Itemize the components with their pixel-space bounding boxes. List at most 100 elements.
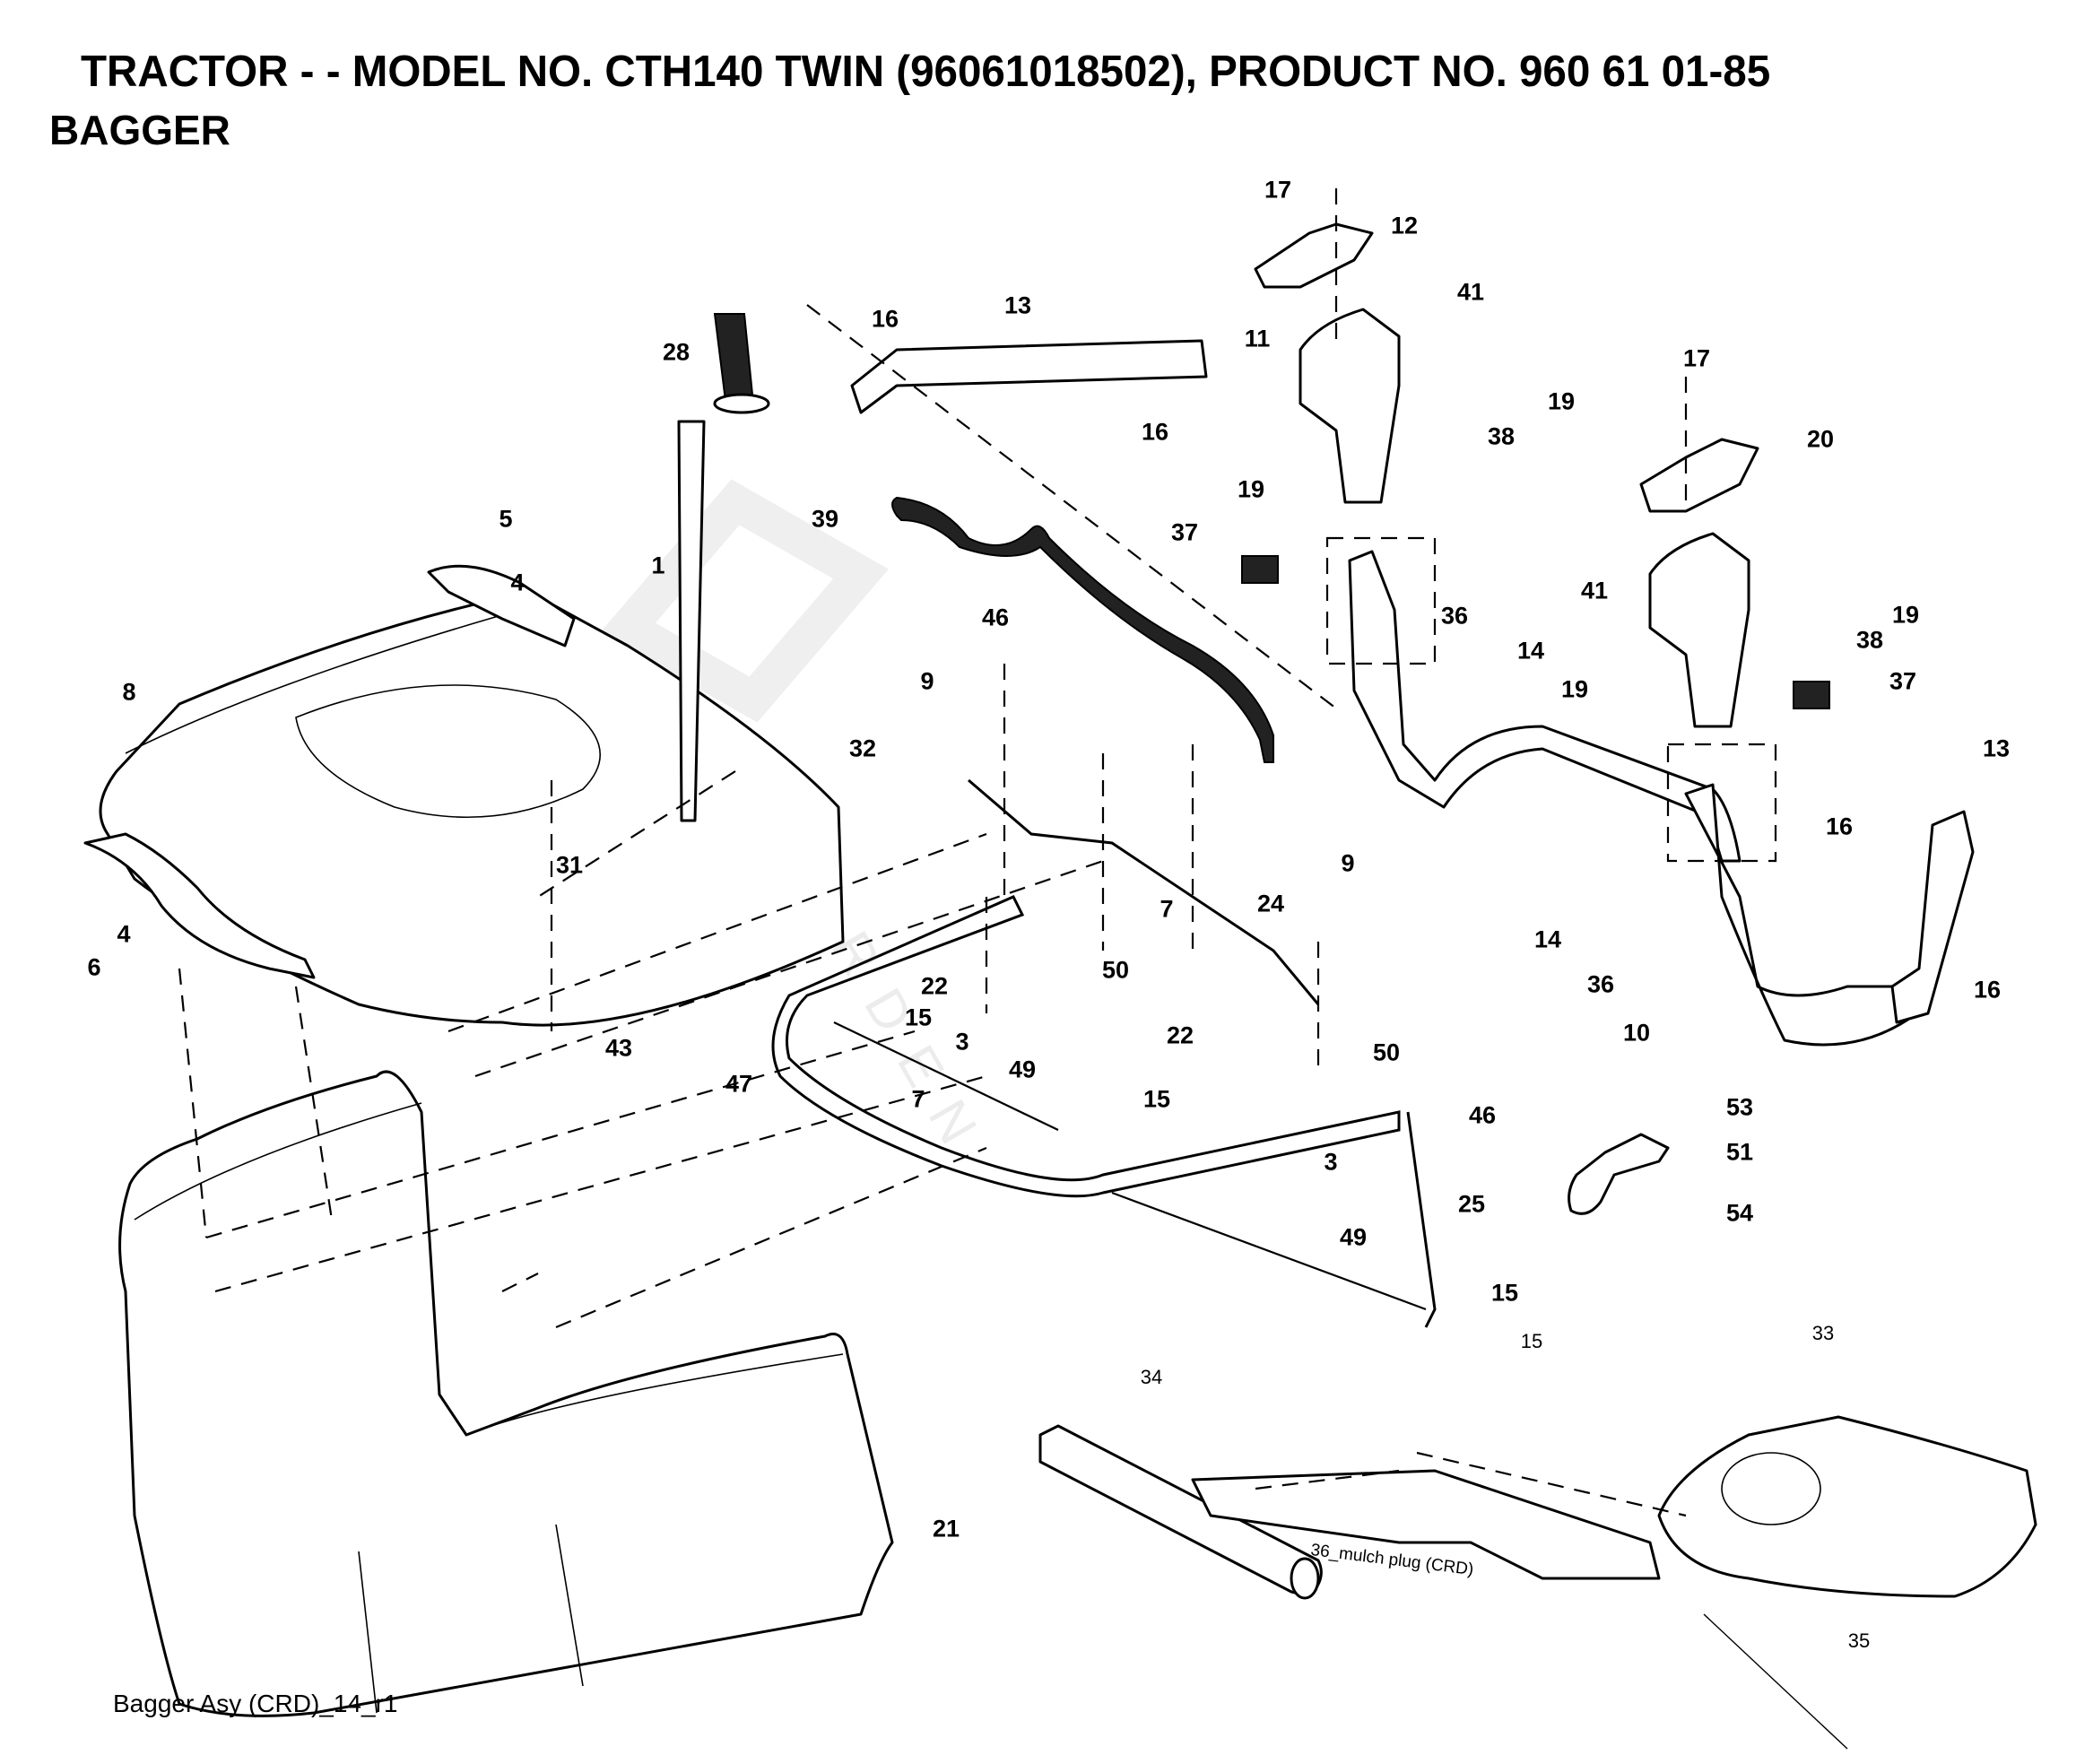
callout-part-15: 15	[1520, 1330, 1543, 1352]
callout-part-10: 10	[1622, 1019, 1651, 1047]
bracket-right	[1890, 810, 1975, 1024]
assembly-line-1	[806, 304, 1337, 709]
bag-rim	[134, 1102, 844, 1436]
callout-part-34: 34	[1140, 1366, 1163, 1388]
callout-part-51: 51	[1725, 1138, 1754, 1166]
callout-part-41: 41	[1456, 278, 1485, 306]
bracket-41-lower	[1648, 532, 1750, 728]
assembly-line-6	[985, 664, 1006, 1013]
callout-part-22: 22	[1166, 1021, 1194, 1049]
callout-part-24: 24	[1256, 890, 1285, 917]
deflector-seal	[891, 496, 1274, 763]
callout-part-14: 14	[1533, 925, 1562, 953]
callout-part-31: 31	[555, 851, 584, 879]
callout-part-49: 49	[1008, 1056, 1037, 1083]
callout-part-19: 19	[1560, 675, 1589, 703]
callout-part-11: 11	[1244, 325, 1271, 352]
callout-part-4: 4	[510, 569, 525, 596]
callout-part-37: 37	[1889, 667, 1917, 695]
grip-flange	[713, 393, 770, 414]
callout-part-7: 7	[911, 1085, 925, 1113]
callout-part-7: 7	[1160, 895, 1174, 923]
callout-part-14: 14	[1516, 637, 1545, 665]
callout-part-17: 17	[1264, 176, 1292, 204]
bag-frame-47	[771, 895, 1401, 1198]
top-handle	[427, 564, 576, 647]
callout-part-16: 16	[1825, 812, 1854, 840]
latch-clip	[1568, 1133, 1670, 1215]
assembly-line-3	[1101, 744, 1194, 951]
section-title: BAGGER	[49, 107, 230, 153]
callout-part-32: 32	[848, 734, 877, 762]
bag-frame-25	[1406, 1111, 1437, 1328]
callout-part-35: 35	[1847, 1629, 1871, 1652]
mulch-tube-end	[1290, 1557, 1320, 1600]
callout-part-19: 19	[1237, 475, 1265, 503]
bracket-12	[1254, 222, 1374, 289]
callout-part-15: 15	[1142, 1085, 1171, 1113]
callout-part-54: 54	[1725, 1199, 1754, 1227]
callout-part-5: 5	[499, 505, 513, 533]
page-title: TRACTOR - - MODEL NO. CTH140 TWIN (96061…	[81, 48, 1771, 96]
callout-part-20: 20	[1806, 425, 1835, 453]
assembly-line-11	[178, 780, 553, 1238]
callout-part-12: 12	[1390, 212, 1419, 239]
callout-part-43: 43	[604, 1034, 633, 1062]
cap-37-upper	[1241, 555, 1279, 584]
callout-part-16: 16	[1141, 418, 1169, 446]
callout-part-4: 4	[117, 920, 131, 948]
cap-37-lower	[1793, 681, 1830, 709]
callout-part-50: 50	[1372, 1038, 1401, 1066]
callout-part-15: 15	[904, 1004, 933, 1031]
callout-part-25: 25	[1457, 1190, 1486, 1218]
callout-part-17: 17	[1682, 344, 1711, 372]
callout-part-9: 9	[1341, 849, 1355, 877]
chute-adapter	[1657, 1415, 2037, 1598]
bracket-20	[1639, 438, 1759, 513]
pin-35	[1703, 1613, 1848, 1750]
callout-part-21: 21	[932, 1515, 960, 1542]
callout-part-38: 38	[1487, 422, 1516, 450]
callout-part-28: 28	[662, 338, 691, 366]
callout-part-6: 6	[87, 953, 101, 981]
callout-part-16: 16	[871, 305, 899, 333]
callout-part-19: 19	[1891, 601, 1920, 629]
bag-seam	[358, 1524, 584, 1714]
callout-part-1: 1	[651, 552, 665, 579]
callout-part-39: 39	[811, 505, 839, 533]
callout-part-8: 8	[122, 678, 136, 706]
callout-part-3: 3	[1324, 1148, 1338, 1176]
callout-part-46: 46	[981, 604, 1010, 631]
callout-part-46: 46	[1468, 1101, 1497, 1129]
callout-part-36: 36	[1586, 970, 1615, 998]
callout-part-13: 13	[1003, 291, 1032, 319]
assembly-line-8	[1334, 188, 1688, 502]
lower-handle	[83, 832, 316, 979]
bag-frame-49	[833, 1021, 1427, 1311]
callout-part-33: 33	[1811, 1322, 1835, 1344]
callout-part-47: 47	[725, 1070, 753, 1098]
lid-inner-edge	[125, 609, 521, 754]
bracket-top	[850, 339, 1208, 414]
callout-part-19: 19	[1547, 387, 1576, 415]
callout-part-53: 53	[1725, 1093, 1754, 1121]
assembly-line-12	[1255, 1451, 1687, 1517]
mulch-plug-body	[1191, 1469, 1661, 1580]
callout-part-16: 16	[1973, 976, 2002, 1004]
callout-part-41: 41	[1580, 577, 1609, 604]
callout-part-15: 15	[1490, 1279, 1519, 1307]
assembly-line-2	[537, 770, 736, 898]
callout-part-9: 9	[920, 667, 934, 695]
assembly-line-9	[1325, 536, 1437, 665]
chute-opening	[1721, 1452, 1821, 1525]
tube	[677, 420, 706, 822]
callout-part-3: 3	[955, 1028, 969, 1056]
callout-part-49: 49	[1339, 1223, 1368, 1251]
bracket-41-upper	[1299, 308, 1401, 504]
callout-part-36: 36	[1440, 602, 1469, 630]
callout-part-22: 22	[920, 972, 949, 1000]
drawing-id: Bagger Asy (CRD)_14_r1	[113, 1690, 398, 1717]
assembly-line-4	[447, 832, 1104, 1078]
lid-recess	[295, 684, 602, 818]
